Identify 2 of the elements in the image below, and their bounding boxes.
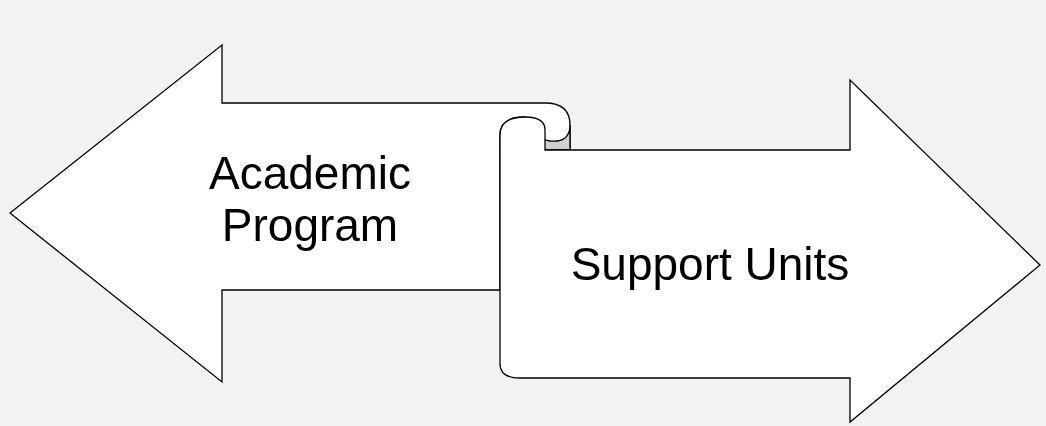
arrow-label: Academic Program (208, 148, 412, 252)
arrow-label: Support Units (569, 239, 851, 291)
